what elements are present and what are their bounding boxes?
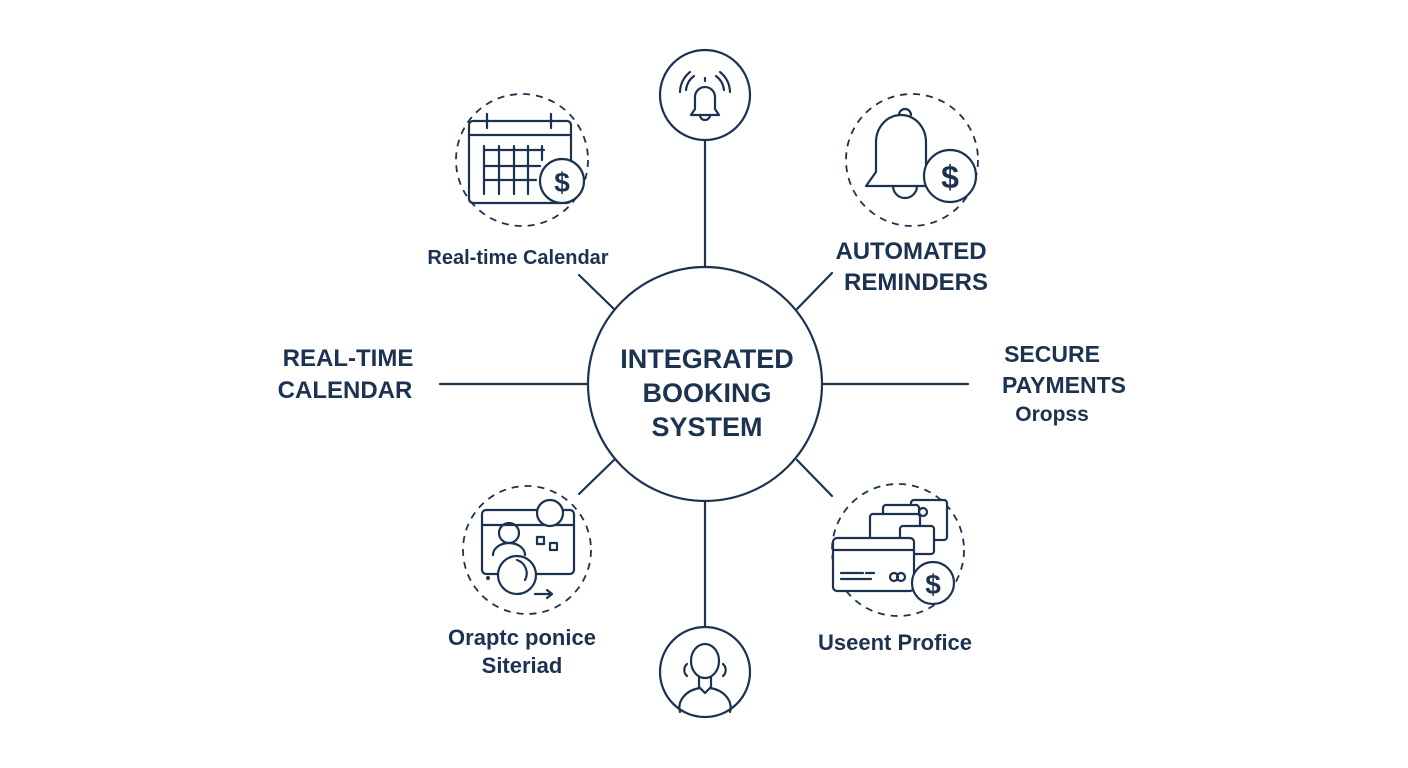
- center-title-line1: INTEGRATED: [620, 344, 794, 374]
- center-title-line2: BOOKING: [642, 378, 771, 408]
- svg-text:$: $: [925, 569, 941, 600]
- svg-text:$: $: [941, 159, 959, 195]
- right-label-line2: PAYMENTS: [1002, 372, 1126, 398]
- video-label-line1: Oraptc ponice: [448, 625, 596, 650]
- center-title-line3: SYSTEM: [651, 412, 762, 442]
- right-label-line3: Oropss: [1015, 403, 1089, 426]
- connectors: [438, 139, 970, 629]
- video-call-icon: [462, 485, 592, 615]
- right-label-line1: SECURE: [1004, 341, 1100, 367]
- bell-dollar-icon: $: [845, 93, 979, 227]
- svg-text:$: $: [554, 167, 570, 198]
- user-headset-icon: [658, 625, 752, 719]
- calendar-icon-label: Real-time Calendar: [427, 247, 608, 269]
- video-label-line2: Siteriad: [482, 653, 563, 678]
- cards-label: Useent Profice: [818, 630, 972, 655]
- left-label-line2: CALENDAR: [278, 377, 413, 404]
- notification-bell-icon: [658, 48, 752, 142]
- reminders-label-line1: AUTOMATED: [835, 238, 986, 265]
- payment-cards-icon: $: [831, 483, 965, 617]
- central-hub: INTEGRATED BOOKING SYSTEM: [586, 265, 824, 503]
- reminders-label-line2: REMINDERS: [844, 269, 988, 296]
- left-label-line1: REAL-TIME: [283, 345, 414, 372]
- calendar-dollar-icon: $: [455, 93, 589, 227]
